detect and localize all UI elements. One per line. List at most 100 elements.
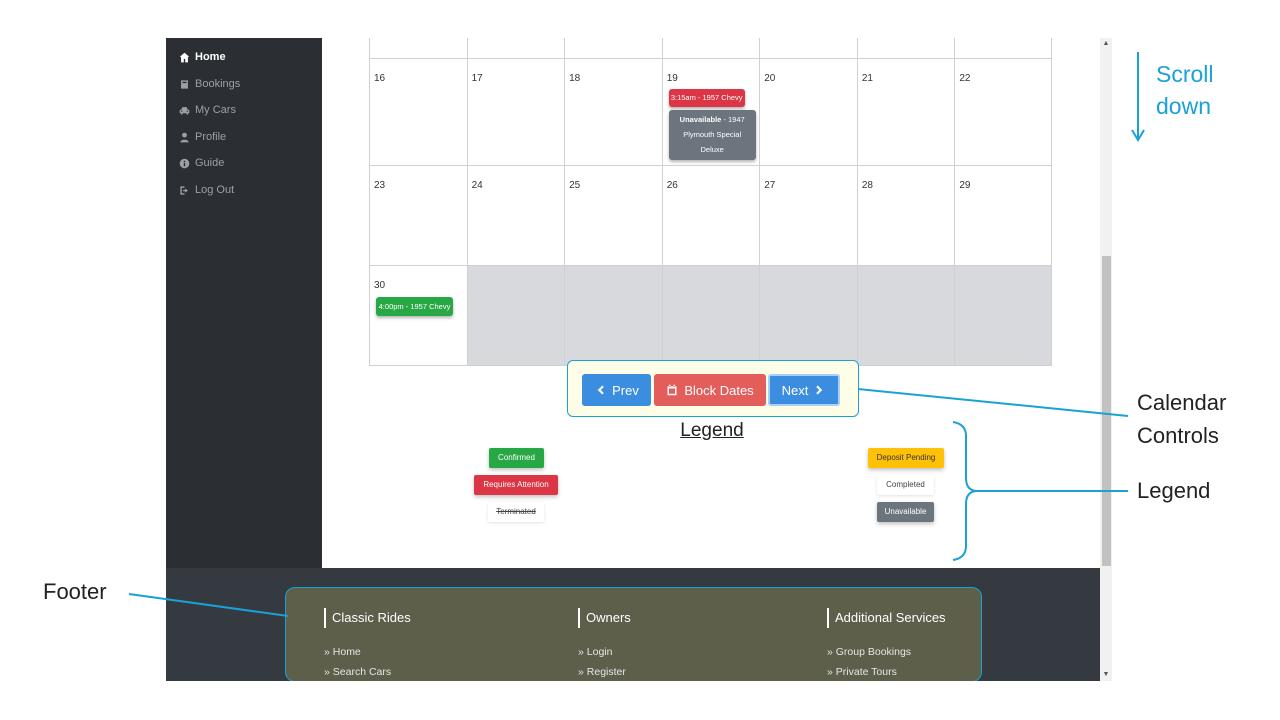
calendar-day-cell[interactable]: 18	[564, 59, 662, 166]
calendar-day-cell[interactable]: 16	[369, 59, 467, 166]
sidebar-item-my-cars[interactable]: My Cars	[178, 101, 236, 119]
sidebar-item-guide[interactable]: Guide	[178, 154, 224, 172]
footer-column-title: Owners	[578, 608, 631, 628]
book-icon	[178, 78, 190, 90]
prev-button[interactable]: Prev	[582, 374, 651, 406]
footer: Classic Rides » Home » Search Cars Owner…	[166, 568, 1100, 681]
calendar-day-cell[interactable]: 23	[369, 166, 467, 266]
footer-link-login[interactable]: » Login	[578, 646, 613, 658]
scroll-up-arrow-icon[interactable]: ▲	[1102, 40, 1110, 47]
car-icon	[178, 104, 190, 116]
calendar-day-cell[interactable]	[466, 38, 565, 59]
scrollbar-thumb[interactable]	[1102, 256, 1111, 566]
footer-link-label: Search Cars	[332, 666, 392, 678]
calendar-day-cell[interactable]: 20	[759, 59, 857, 166]
footer-link-search-cars[interactable]: » Search Cars	[324, 666, 392, 678]
chevron-left-icon	[594, 384, 606, 396]
footer-highlight: Classic Rides » Home » Search Cars Owner…	[285, 587, 982, 681]
calendar-day-cell[interactable]	[954, 38, 1052, 59]
calendar-day-cell[interactable]: 29	[954, 166, 1052, 266]
calendar-icon	[666, 384, 678, 396]
footer-link-private-tours[interactable]: » Private Tours	[827, 666, 897, 678]
event-label: 3:15am - 1957 Chevy	[670, 93, 743, 102]
calendar-day-cell[interactable]: 26	[661, 166, 760, 266]
day-number: 22	[959, 73, 971, 84]
block-dates-button-label: Block Dates	[684, 382, 754, 398]
calendar-day-cell[interactable]: 27	[759, 166, 857, 266]
sidebar-item-home[interactable]: Home	[178, 48, 226, 66]
footer-annotation: Footer	[43, 579, 107, 604]
calendar-day-cell[interactable]: 30 4:00pm - 1957 Chevy	[369, 266, 467, 366]
calendar-day-cell[interactable]	[369, 38, 467, 59]
sidebar-item-label: Bookings	[195, 78, 241, 90]
annotation-text: Controls	[1137, 423, 1219, 448]
prev-button-label: Prev	[612, 382, 639, 398]
footer-link-label: Home	[332, 646, 361, 658]
day-number: 26	[666, 180, 678, 191]
legend-badge-completed: Completed	[877, 475, 934, 495]
calendar-event-booking[interactable]: 4:00pm - 1957 Chevy	[376, 297, 453, 316]
calendar-day-cell[interactable]	[856, 38, 955, 59]
day-number: 17	[471, 73, 483, 84]
footer-link-group-bookings[interactable]: » Group Bookings	[827, 646, 912, 658]
legend-badge-deposit-pending: Deposit Pending	[868, 448, 944, 468]
day-number: 28	[861, 180, 873, 191]
calendar-day-cell[interactable]: 19 3:15am - 1957 Chevy Unavailable - 194…	[661, 59, 760, 166]
footer-link-label: Login	[586, 646, 613, 658]
calendar-day-cell[interactable]	[564, 38, 662, 59]
event-status-bold: Unavailable	[679, 115, 722, 124]
calendar-day-cell-outside	[759, 266, 857, 366]
calendar-event-unavailable[interactable]: Unavailable - 1947 Plymouth Special Delu…	[668, 110, 756, 160]
calendar-event-booking[interactable]: 3:15am - 1957 Chevy	[668, 89, 745, 107]
calendar-week-row: 23 24 25 26 27 28 29	[369, 166, 1052, 266]
calendar-day-cell[interactable]: 17	[466, 59, 565, 166]
footer-link-home[interactable]: » Home	[324, 646, 361, 658]
day-number: 24	[471, 180, 483, 191]
calendar-day-cell[interactable]: 28	[856, 166, 955, 266]
annotation-text: Scroll	[1156, 61, 1214, 87]
calendar-day-cell-outside	[564, 266, 662, 366]
day-number: 25	[569, 180, 581, 191]
calendar-day-cell[interactable]: 22	[954, 59, 1052, 166]
footer-link-label: Group Bookings	[835, 646, 912, 658]
day-number: 23	[374, 180, 386, 191]
calendar-grid: 16 17 18 19 3:15am - 1957 Chevy Unavaila…	[369, 38, 1052, 366]
calendar-controls-annotation: Calendar Controls	[1137, 386, 1226, 452]
info-icon	[178, 157, 190, 169]
legend-badge-terminated: Terminated	[488, 502, 544, 522]
app-window: Home Bookings My Cars Profile Guide Log …	[166, 38, 1112, 681]
day-number: 27	[764, 180, 776, 191]
home-icon	[178, 51, 190, 63]
day-number: 19	[666, 73, 678, 84]
block-dates-button[interactable]: Block Dates	[654, 374, 766, 406]
day-number: 20	[764, 73, 776, 84]
calendar-day-cell-outside	[466, 266, 565, 366]
calendar-day-cell[interactable]: 24	[466, 166, 565, 266]
sidebar-item-bookings[interactable]: Bookings	[178, 75, 240, 93]
event-label-line: Plymouth Special	[683, 130, 742, 139]
calendar-week-row: 30 4:00pm - 1957 Chevy	[369, 266, 1052, 366]
footer-link-label: Register	[586, 666, 626, 678]
next-button[interactable]: Next	[768, 374, 840, 406]
calendar-day-cell[interactable]	[759, 38, 857, 59]
legend-badge-requires-attention: Requires Attention	[474, 475, 558, 495]
calendar-day-cell[interactable]: 21	[856, 59, 955, 166]
calendar-week-row: 16 17 18 19 3:15am - 1957 Chevy Unavaila…	[369, 59, 1052, 166]
calendar-day-cell[interactable]	[661, 38, 760, 59]
scroll-down-annotation: Scroll down	[1156, 58, 1214, 122]
logout-icon	[178, 184, 190, 196]
footer-link-register[interactable]: » Register	[578, 666, 626, 678]
calendar-day-cell[interactable]: 25	[564, 166, 662, 266]
user-icon	[178, 131, 190, 143]
sidebar-item-log-out[interactable]: Log Out	[178, 181, 234, 199]
vertical-scrollbar[interactable]: ▲ ▼	[1100, 38, 1112, 681]
event-label-line: Deluxe	[700, 145, 724, 154]
scroll-down-arrow-head	[1131, 129, 1145, 142]
calendar-day-cell-outside	[856, 266, 955, 366]
sidebar-item-profile[interactable]: Profile	[178, 128, 226, 146]
sidebar-item-label: Guide	[195, 157, 225, 169]
day-number: 21	[861, 73, 873, 84]
scroll-down-arrow-icon[interactable]: ▼	[1102, 671, 1110, 678]
next-button-label: Next	[781, 382, 809, 398]
legend-badge-unavailable: Unavailable	[877, 502, 934, 522]
